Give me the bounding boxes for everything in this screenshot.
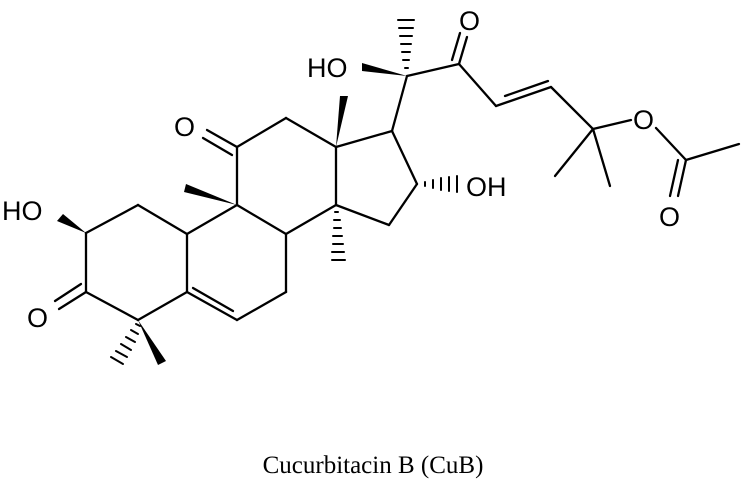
bond	[457, 35, 469, 66]
hash-bond	[397, 19, 415, 69]
bond	[235, 203, 288, 236]
bond	[668, 158, 680, 198]
hash-bond	[110, 323, 141, 365]
bond	[57, 290, 88, 311]
bond	[53, 282, 83, 303]
bond	[284, 203, 338, 236]
bond	[549, 85, 595, 131]
bond	[390, 129, 419, 186]
wedge-bond	[362, 63, 407, 76]
bond	[387, 182, 419, 227]
figure-caption: Cucurbitacin B (CuB)	[262, 452, 484, 479]
bond	[684, 142, 741, 162]
wedge-bond	[336, 96, 348, 147]
bond	[84, 290, 140, 322]
bond	[185, 290, 239, 322]
bond	[676, 158, 688, 198]
bond	[390, 74, 409, 133]
carbonyl-oxygen-label: O	[659, 202, 680, 232]
ester-oxygen-label: O	[633, 105, 654, 135]
wedge-bond	[184, 184, 237, 205]
bond	[235, 290, 288, 322]
bond	[235, 116, 288, 149]
bond	[205, 128, 239, 149]
bond	[191, 286, 235, 313]
wedge-bond	[57, 214, 86, 233]
bond	[284, 116, 338, 149]
hydroxyl-label: OH	[466, 172, 507, 202]
bond	[405, 62, 461, 78]
bond	[334, 129, 394, 149]
wedge-bond	[138, 320, 166, 365]
bond	[494, 85, 553, 108]
bond	[654, 126, 688, 162]
bond	[334, 203, 391, 227]
ketone-oxygen-label: O	[459, 6, 480, 36]
hash-bond	[331, 211, 346, 261]
bond	[591, 118, 633, 131]
bond	[84, 203, 140, 235]
hydroxyl-label: HO	[2, 196, 43, 226]
bond	[201, 136, 234, 157]
bond	[450, 31, 462, 62]
ketone-oxygen-label: O	[174, 112, 195, 142]
hash-bond	[424, 175, 458, 193]
bond	[553, 127, 595, 178]
bond	[591, 127, 612, 188]
bond	[503, 79, 550, 98]
bond	[136, 203, 189, 236]
ketone-oxygen-label: O	[27, 303, 48, 333]
bond	[185, 203, 239, 236]
bond	[457, 62, 498, 108]
hydroxyl-label: HO	[307, 53, 348, 83]
bond	[136, 290, 189, 322]
